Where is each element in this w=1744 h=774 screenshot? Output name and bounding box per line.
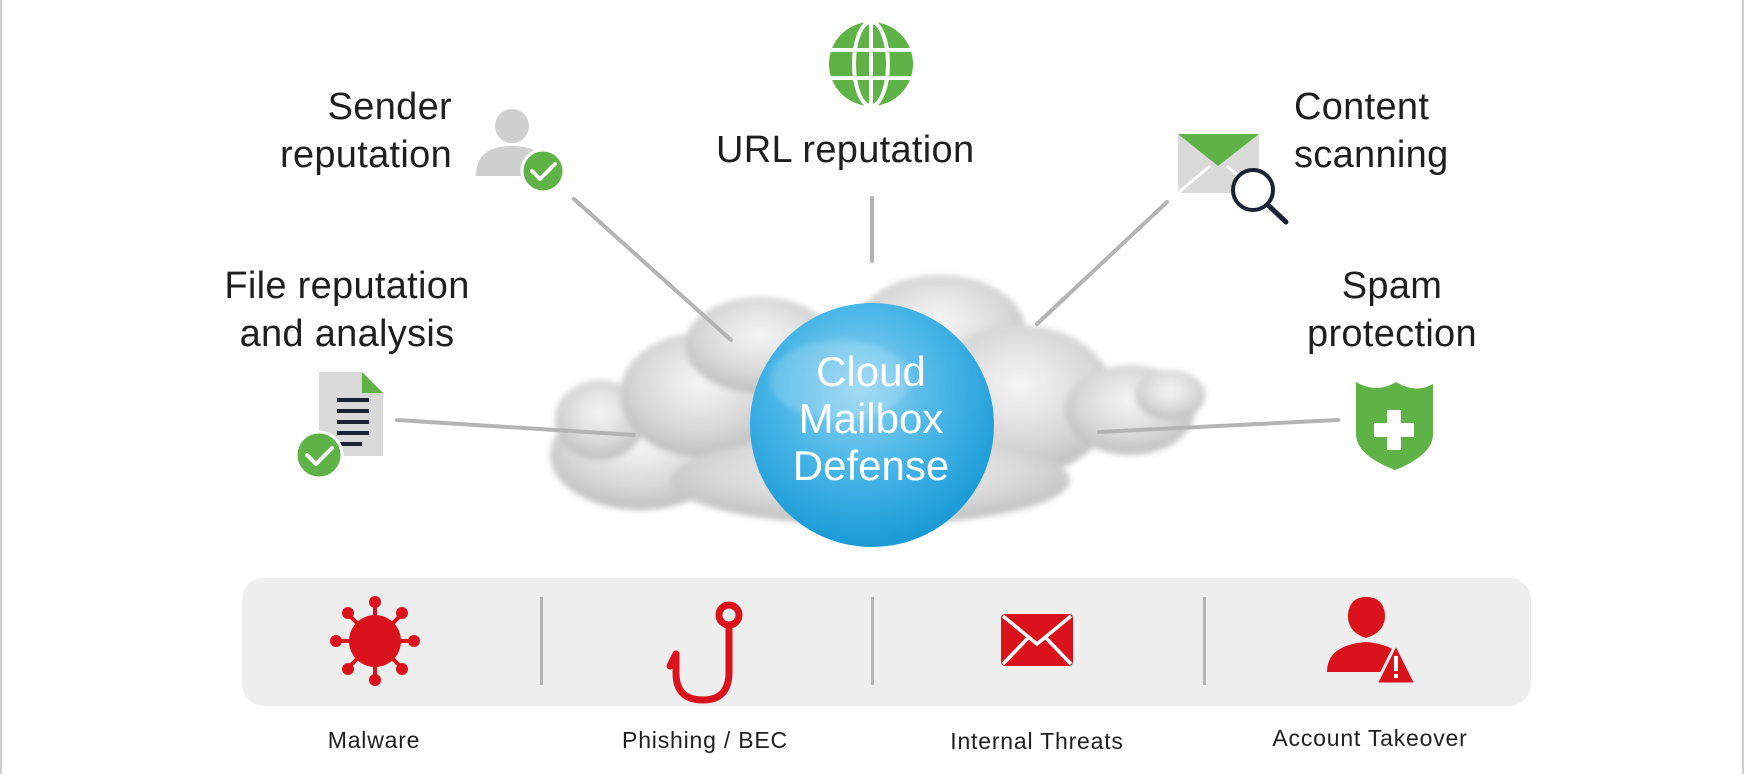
threat-divider-1 xyxy=(540,597,543,685)
content-label-line2: scanning xyxy=(1294,134,1449,176)
file-label-line2: and analysis xyxy=(239,313,455,355)
spam-label-line1: Spam xyxy=(1341,265,1443,307)
frame-border-left xyxy=(0,0,2,774)
threats-panel xyxy=(242,578,1531,706)
connector-spam xyxy=(1097,418,1340,434)
url-reputation-label: URL reputation xyxy=(716,126,1026,174)
url-label-text: URL reputation xyxy=(716,129,975,171)
threat-divider-2 xyxy=(871,597,874,685)
envelope-icon xyxy=(1001,614,1073,666)
file-label-line1: File reputation xyxy=(224,265,470,307)
sender-label-line2: reputation xyxy=(279,134,452,176)
content-label-line1: Content xyxy=(1294,86,1430,128)
threat-label-account: Account Takeover xyxy=(1272,725,1468,751)
center-title-line2: Mailbox xyxy=(798,395,944,442)
center-title-line3: Defense xyxy=(792,442,950,489)
globe-icon xyxy=(829,20,913,108)
document-check-icon xyxy=(294,372,383,480)
connector-content xyxy=(1035,200,1169,326)
frame-border-right xyxy=(1742,0,1744,774)
spam-label-line2: protection xyxy=(1307,313,1477,355)
user-warning-icon xyxy=(1327,597,1419,686)
connector-file xyxy=(395,418,636,437)
spam-protection-label: Spam protection xyxy=(1292,262,1492,358)
center-title-line1: Cloud xyxy=(816,348,926,395)
sender-reputation-label: Sender reputation xyxy=(262,83,452,179)
shield-plus-icon xyxy=(1356,382,1433,470)
content-scanning-label: Content scanning xyxy=(1294,83,1494,179)
center-title: Cloud Mailbox Defense xyxy=(751,348,991,489)
envelope-magnifier-icon xyxy=(1177,134,1289,225)
threat-label-phishing: Phishing / BEC xyxy=(622,727,788,753)
threat-divider-3 xyxy=(1203,597,1206,685)
sender-label-line1: Sender xyxy=(327,86,452,128)
threat-label-malware: Malware xyxy=(327,727,421,753)
virus-icon xyxy=(330,596,420,686)
threat-label-internal: Internal Threats xyxy=(950,728,1124,754)
fishhook-icon xyxy=(666,601,743,704)
file-reputation-label: File reputation and analysis xyxy=(196,262,498,358)
connector-sender xyxy=(572,197,733,342)
user-check-icon xyxy=(476,109,566,194)
